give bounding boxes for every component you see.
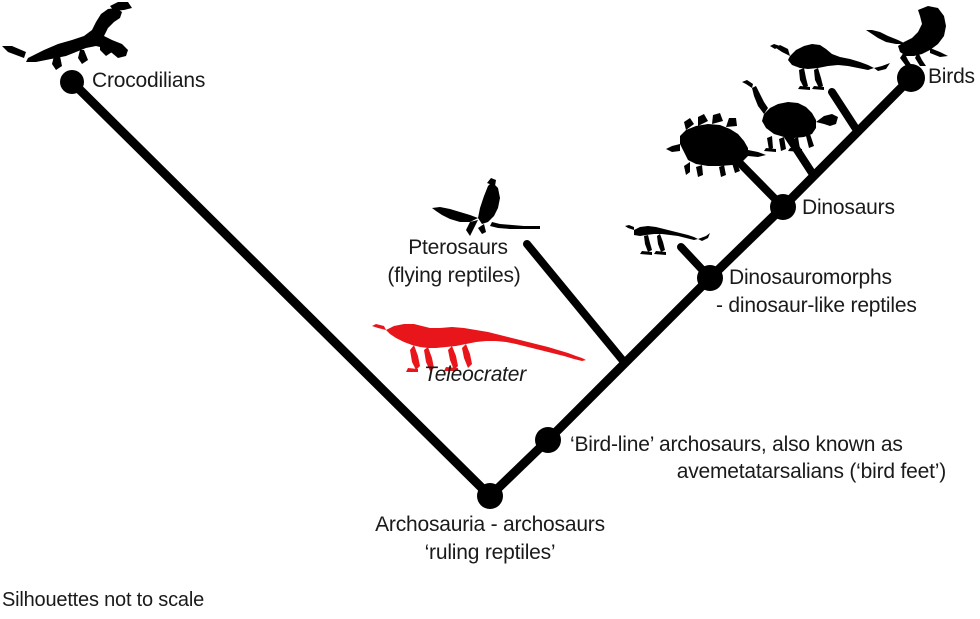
dinosaurs-to-birds-branch [778,73,916,212]
label-pterosaurs-line2: (flying reptiles) [387,264,521,287]
label-crocodilians: Crocodilians [92,69,206,92]
node-birdline [535,427,561,453]
tree-nodes [60,64,925,509]
crocodile-silhouette [2,2,132,70]
dinosauromorphs-to-dinosaurs-branch [705,202,788,283]
label-dinosaurs: Dinosaurs [802,196,895,219]
node-dinosauromorphs [697,265,723,291]
node-birds [897,64,925,92]
pterosaur-silhouette [432,178,540,236]
sauropod-silhouette [742,80,838,152]
sauropod-branch [782,129,818,180]
branch-lines [67,73,916,501]
label-dinosauromorphs-line1: Dinosauromorphs [729,266,892,289]
label-dinosauromorphs-line2: - dinosaur-like reptiles [716,294,917,317]
stegosaur-silhouette [666,113,766,177]
node-dinosaurs [770,194,796,220]
birdline-to-dinosauromorphs-branch [543,273,715,445]
label-archosauria-line2: ‘ruling reptiles’ [424,541,556,564]
label-teleocrater: Teleocrater [424,363,527,386]
lagerpetid-silhouette [625,225,710,255]
footer-note: Silhouettes not to scale [2,589,204,611]
node-archosauria [477,483,503,509]
theropod-branch [828,88,862,136]
theropod-silhouette [770,44,890,90]
label-birdline-line2: avemetatarsalians (‘bird feet’) [676,460,946,483]
bird-silhouette [866,6,948,66]
pterosaur-branch [523,240,628,366]
label-birds: Birds [928,65,975,88]
node-crocodilians [60,70,84,94]
archosauria-to-birdline-branch [485,435,553,501]
label-pterosaurs-line1: Pterosaurs [408,236,508,259]
label-birdline-line1: ‘Bird-line’ archosaurs, also known as [570,433,903,456]
crocodile-line-branch [67,77,495,501]
label-archosauria-line1: Archosauria - archosaurs [375,513,605,536]
teleocrater-silhouette [372,324,586,372]
